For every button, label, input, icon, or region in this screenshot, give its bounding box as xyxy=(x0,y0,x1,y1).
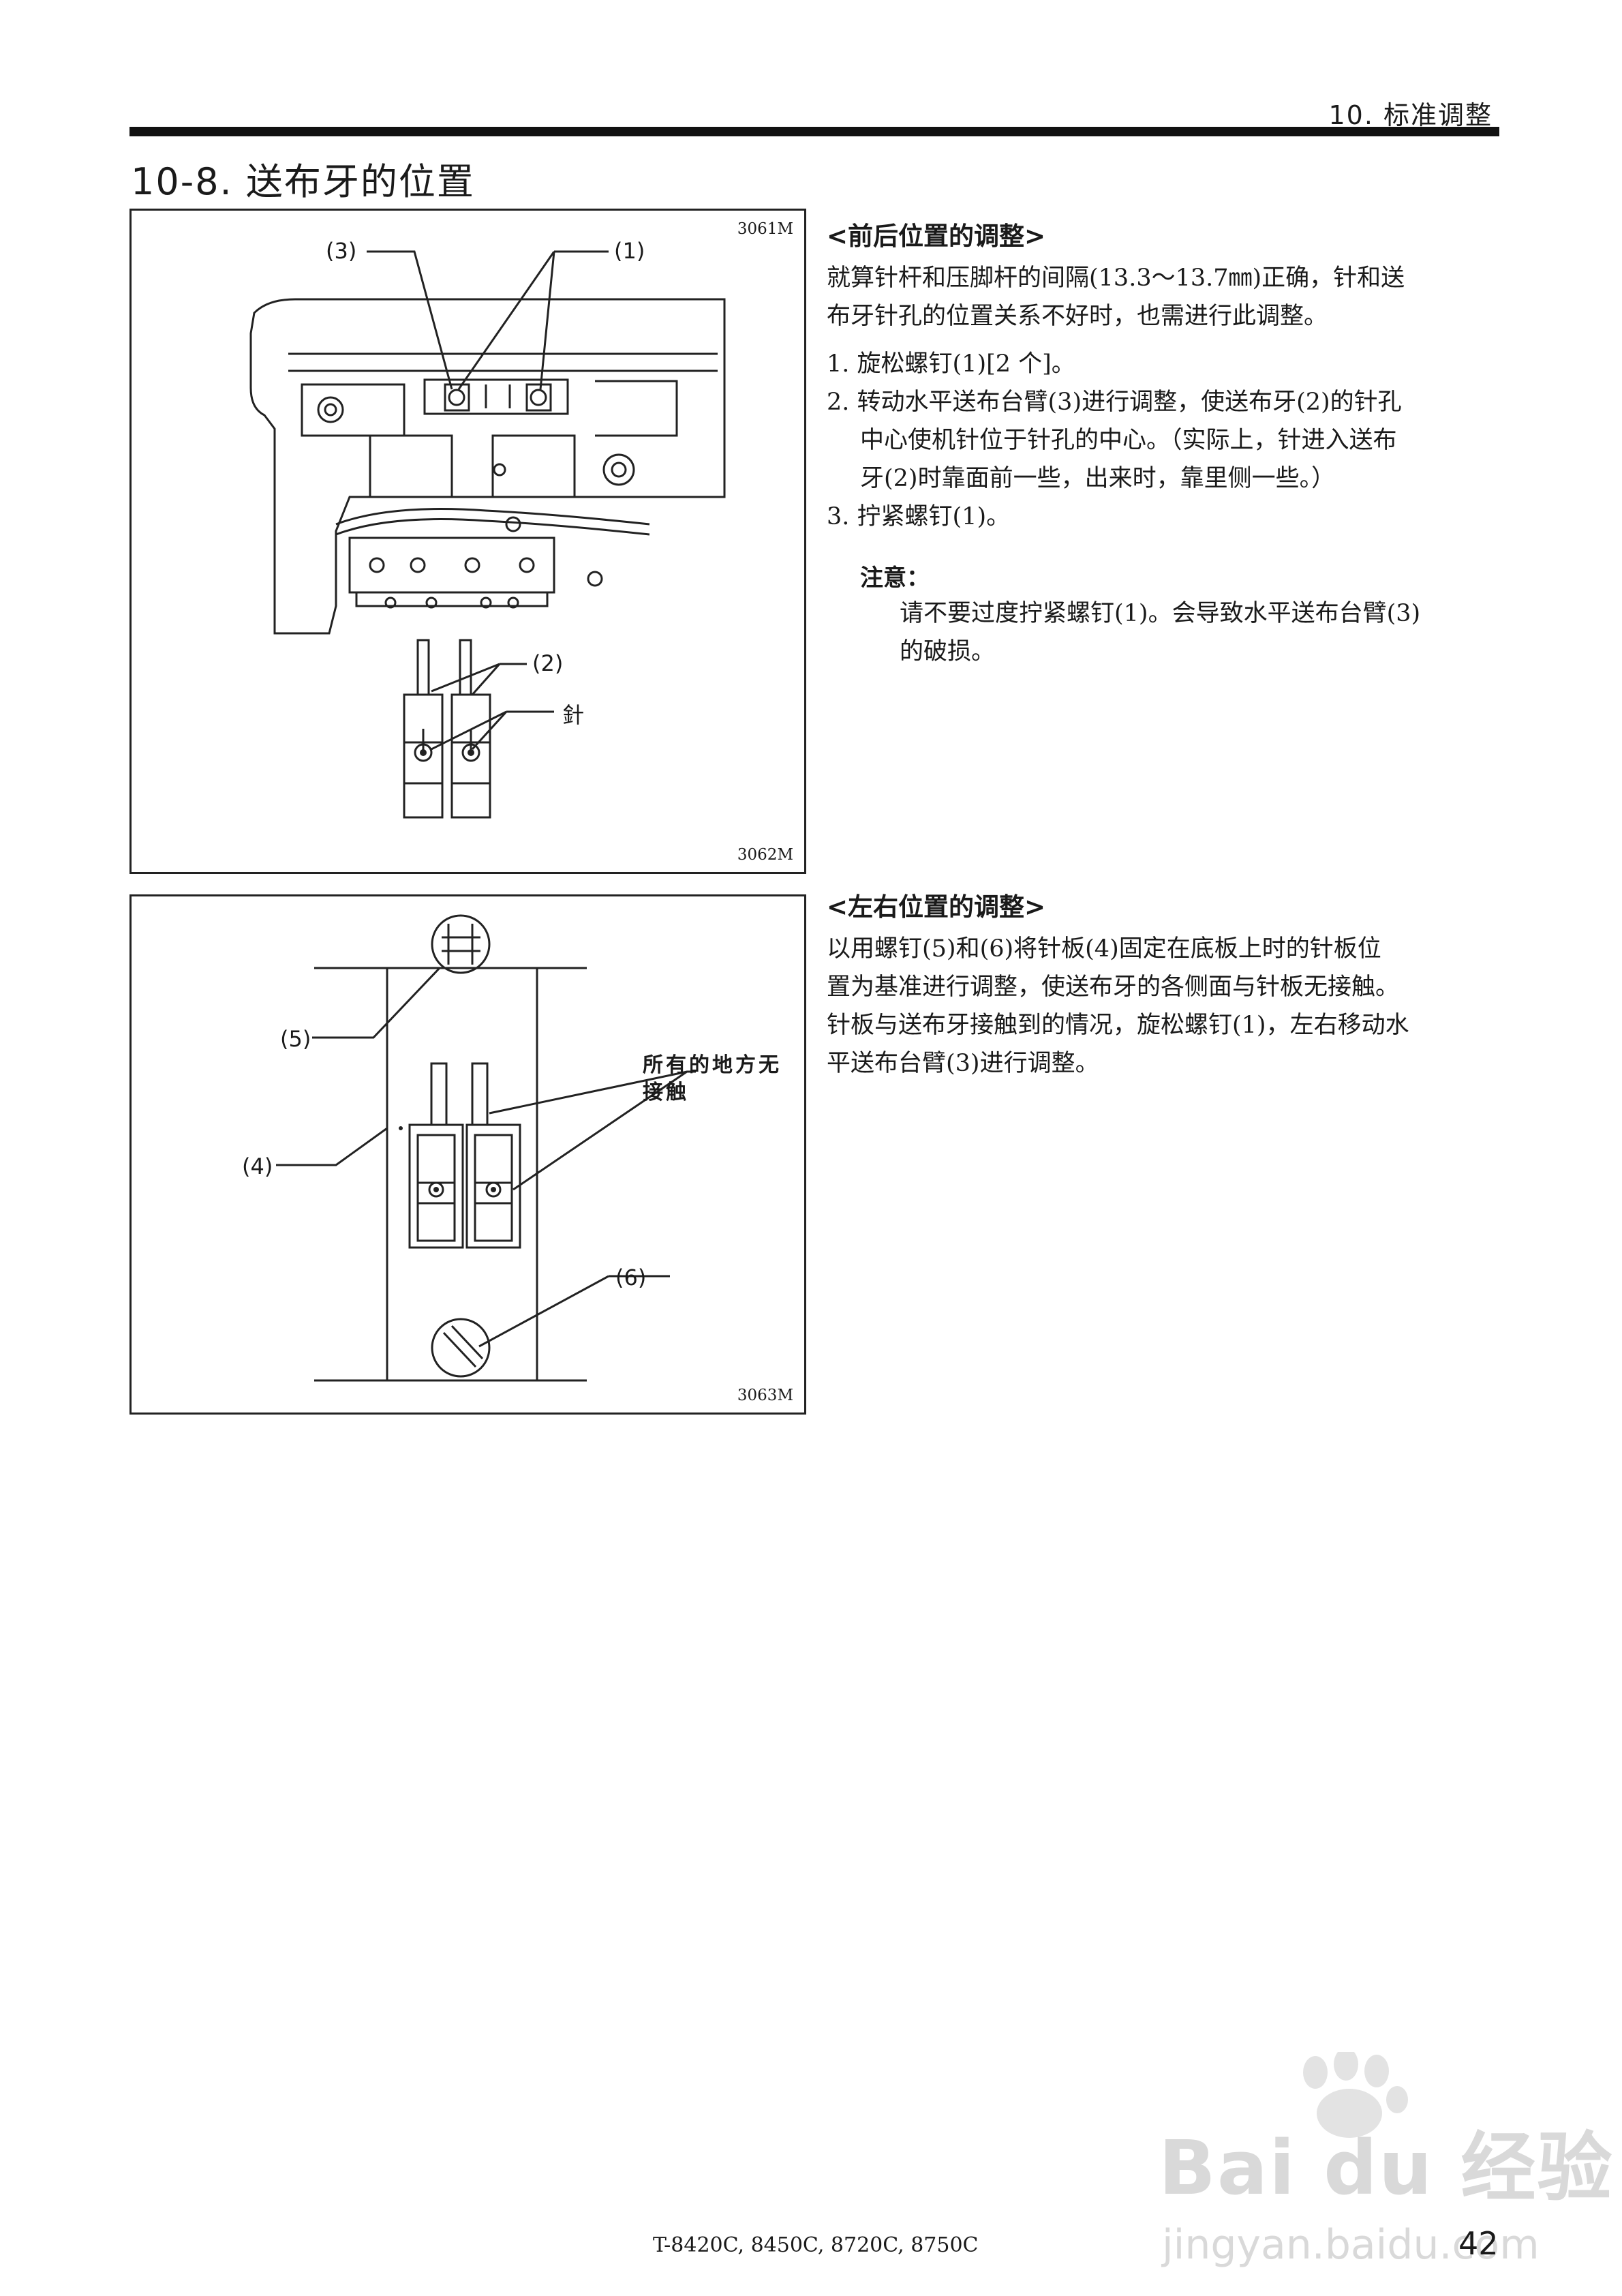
lr-line-1: 以用螺钉(5)和(6)将针板(4)固定在底板上时的针板位 xyxy=(827,935,1381,963)
page-number: 42 xyxy=(1458,2225,1499,2262)
needle-plate-illustration xyxy=(276,914,696,1382)
figure-code-bottom: 3062M xyxy=(737,846,793,864)
callout-needle: 針 xyxy=(562,702,585,728)
lr-line-2: 置为基准进行调整，使送布牙的各侧面与针板无接触。 xyxy=(827,973,1400,1001)
watermark-url: jingyan.baidu.com xyxy=(1162,2221,1540,2269)
heading-left-right: <左右位置的调整> xyxy=(827,892,1046,922)
paw-watermark-icon xyxy=(1303,2052,1408,2138)
intro-line-1: 就算针杆和压脚杆的间隔(13.3～13.7㎜)正确，针和送 xyxy=(827,265,1405,292)
lr-line-4: 平送布台臂(3)进行调整。 xyxy=(827,1050,1099,1077)
note-heading: 注意： xyxy=(860,564,930,592)
figure-feed-dog-left-right: (5) (4) (6) 所有的地方无 接触 3063M xyxy=(129,894,806,1415)
step-2-line-3: 牙(2)时靠面前一些，出来时，靠里侧一些。） xyxy=(860,465,1336,492)
heading-front-back: <前后位置的调整> xyxy=(827,222,1046,251)
watermark-logo: Bai du 经验 xyxy=(1159,2124,1614,2211)
callout-4: (4) xyxy=(242,1153,273,1179)
step-2-line-2: 中心使机针位于针孔的中心。（实际上，针进入送布 xyxy=(860,427,1397,454)
intro-line-2: 布牙针孔的位置关系不好时，也需进行此调整。 xyxy=(827,303,1328,330)
figure-feed-dog-front-back: 3061M (3) (1) (2) 針 3062M xyxy=(129,209,806,874)
note-line-2: 的破损。 xyxy=(900,638,996,665)
callout-6: (6) xyxy=(615,1265,647,1290)
step-1: 1. 旋松螺钉(1)[2 个]。 xyxy=(827,350,1075,378)
figure-code-top: 3061M xyxy=(737,220,793,238)
machine-illustration xyxy=(249,250,726,819)
callout-3: (3) xyxy=(326,238,357,264)
step-2-line-1: 2. 转动水平送布台臂(3)进行调整，使送布牙(2)的针孔 xyxy=(827,389,1402,416)
callout-no-contact-line1: 所有的地方无 xyxy=(643,1053,782,1077)
running-header: 10. 标准调整 xyxy=(1328,100,1493,130)
callout-no-contact-line2: 接触 xyxy=(643,1081,689,1104)
callout-5: (5) xyxy=(280,1026,311,1052)
callout-1: (1) xyxy=(614,238,645,264)
lr-line-3: 针板与送布牙接触到的情况，旋松螺钉(1)，左右移动水 xyxy=(827,1012,1409,1039)
section-title: 10-8. 送布牙的位置 xyxy=(131,160,475,203)
header-rule xyxy=(129,127,1499,136)
step-3: 3. 拧紧螺钉(1)。 xyxy=(827,503,1011,530)
callout-2: (2) xyxy=(532,650,564,676)
note-line-1: 请不要过度拧紧螺钉(1)。会导致水平送布台臂(3) xyxy=(900,600,1421,627)
figure-code: 3063M xyxy=(737,1387,793,1404)
footer-model: T-8420C, 8450C, 8720C, 8750C xyxy=(653,2233,979,2257)
